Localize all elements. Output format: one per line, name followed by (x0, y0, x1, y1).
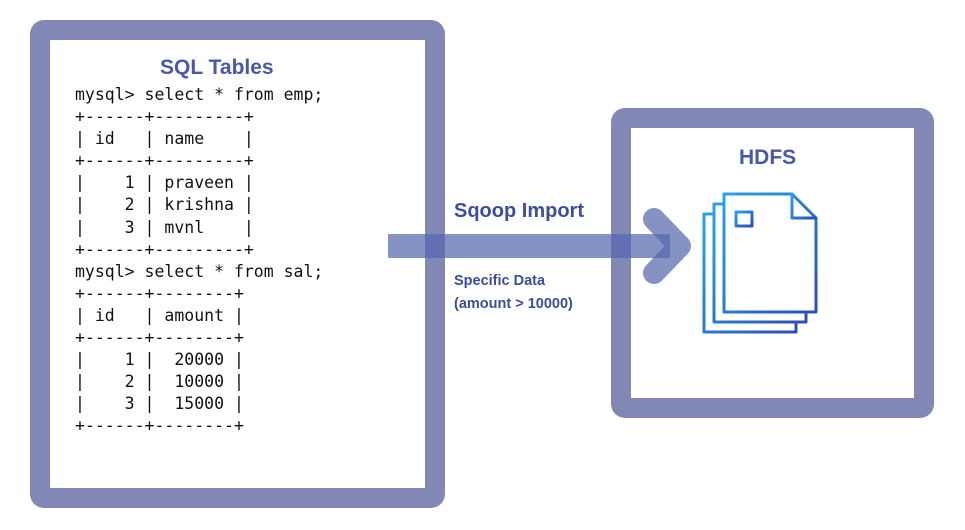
table-border-line: +------+---------+ (75, 151, 254, 171)
sql-console-output: mysql> select * from emp; +------+-------… (75, 84, 323, 438)
sql-tables-panel (30, 20, 445, 508)
table-row-line: | 2 | krishna | (75, 195, 254, 215)
condition-line: (amount > 10000) (454, 296, 573, 312)
document-icon (702, 192, 818, 334)
table-border-line: +------+---------+ (75, 107, 254, 127)
table-border-line: +------+---------+ (75, 239, 254, 259)
sql-query-line: mysql> select * from emp; (75, 85, 324, 104)
specific-data-label: Specific Data (amount > 10000) (454, 270, 573, 316)
specific-data-line: Specific Data (454, 273, 546, 289)
arrow-head (643, 208, 691, 284)
sql-query-line: mysql> select * from sal; (75, 261, 324, 281)
table-header-line: | id | amount | (75, 305, 244, 325)
arrow-shaft (388, 234, 670, 258)
table-row-line: | 3 | mvnl | (75, 217, 254, 237)
table-header-line: | id | name | (75, 129, 254, 149)
table-row-line: | 1 | praveen | (75, 173, 254, 193)
table-border-line: +------+--------+ (75, 416, 244, 436)
table-row-line: | 1 | 20000 | (75, 350, 244, 370)
sqoop-import-label: Sqoop Import (454, 200, 584, 222)
table-border-line: +------+--------+ (75, 328, 244, 348)
table-row-line: | 3 | 15000 | (75, 394, 244, 414)
hdfs-title: HDFS (739, 146, 797, 169)
table-border-line: +------+--------+ (75, 283, 244, 303)
table-row-line: | 2 | 10000 | (75, 372, 244, 392)
sql-tables-title: SQL Tables (160, 56, 274, 79)
